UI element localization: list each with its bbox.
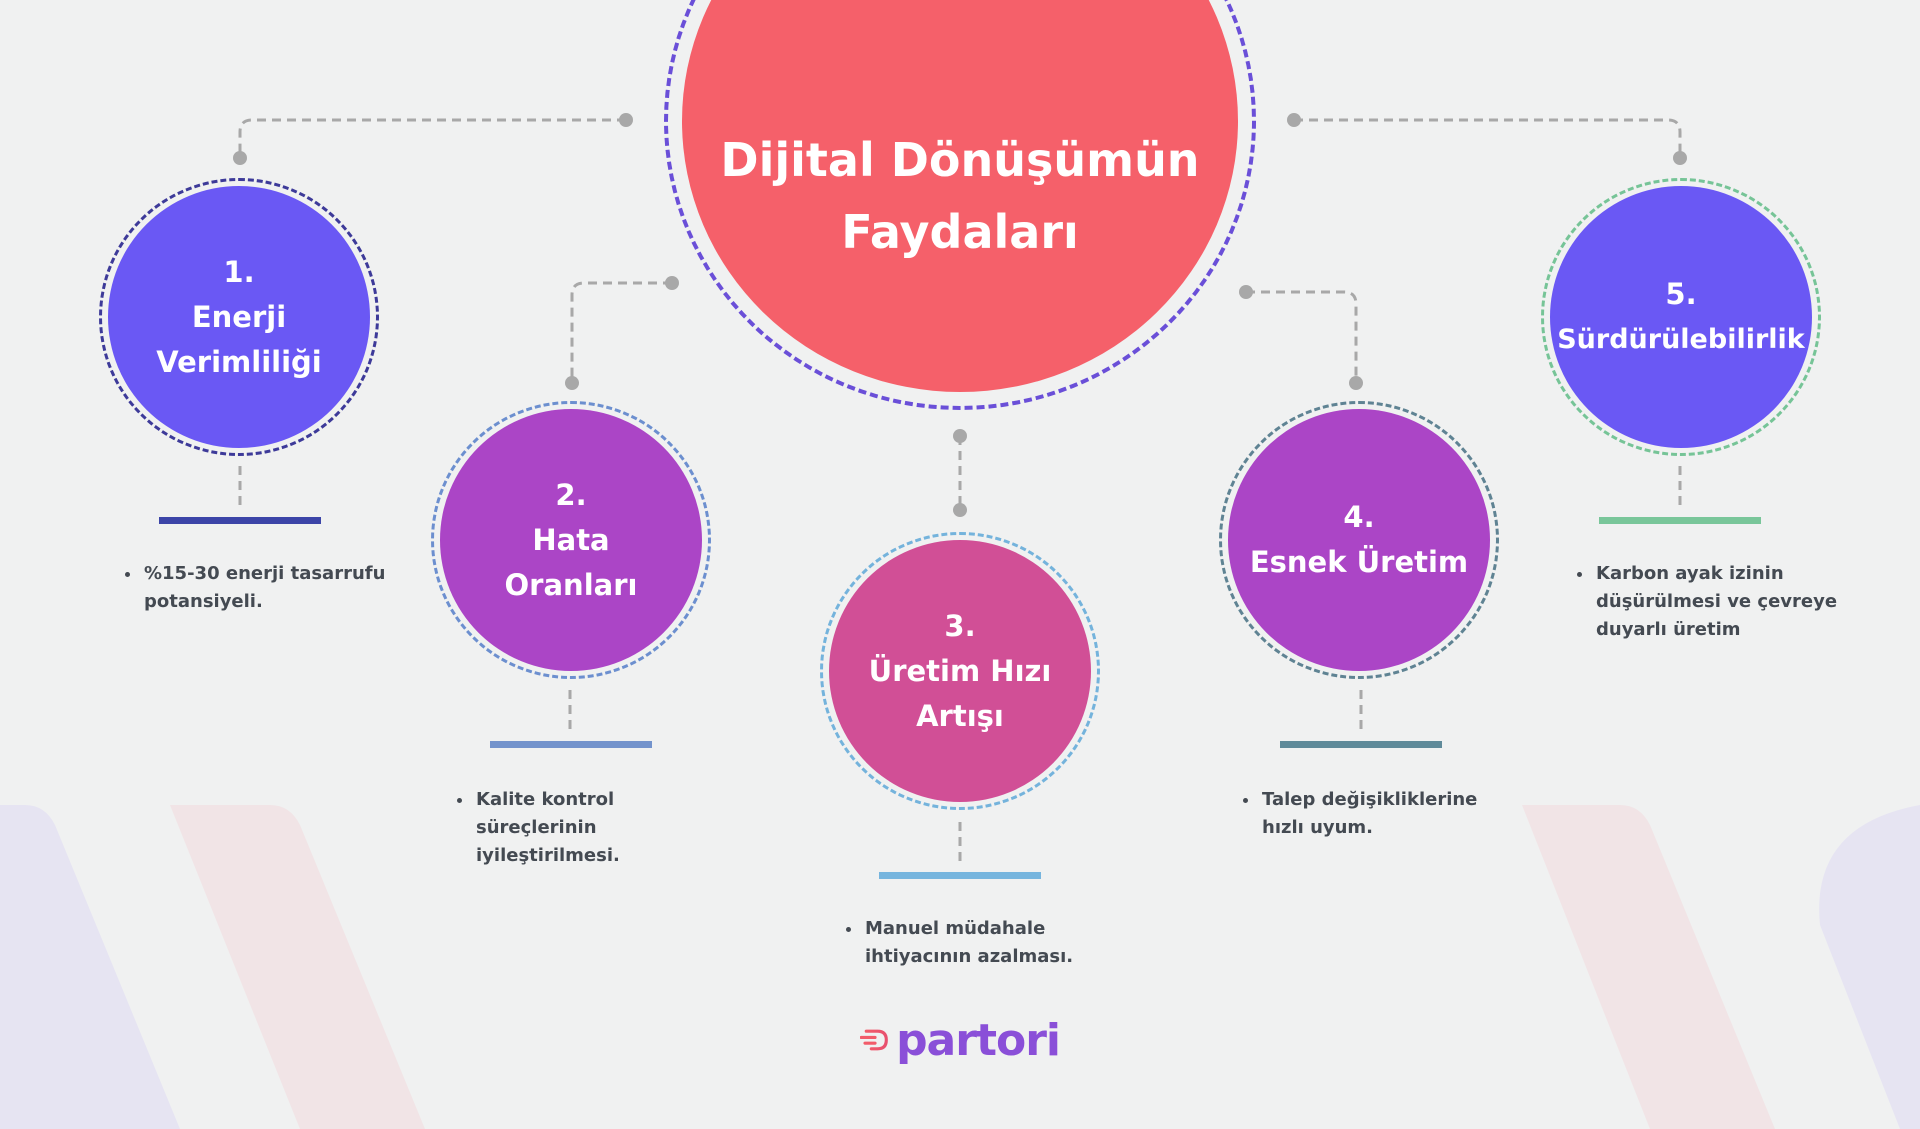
node-1-bar [159, 517, 321, 524]
main-title: Dijital Dönüşümün Faydaları [710, 124, 1210, 268]
node-5-bar [1599, 517, 1761, 524]
node-2-desc-line-1: Kalite kontrol [476, 789, 615, 810]
main-title-line-1: Dijital Dönüşümün [720, 133, 1200, 187]
connector-2 [570, 281, 672, 383]
node-2-title-line-1: Hata [532, 522, 610, 557]
connector-dot [1287, 113, 1301, 127]
node-2-circle: 2. Hata Oranları [440, 409, 702, 671]
connector-dot [565, 376, 579, 390]
node-1-description-item: %15-30 enerji tasarrufu potansiyeli. [142, 560, 412, 616]
connector-dot [619, 113, 633, 127]
decor-stripe-right-pink [1522, 805, 1775, 1129]
node-2-title-line-2: Oranları [504, 567, 638, 602]
connector-dot [953, 503, 967, 517]
node-5-title-line-1: Sürdürülebilirlik [1557, 324, 1805, 355]
connector-4 [1246, 290, 1358, 383]
connector-1 [238, 118, 626, 158]
node-5-desc-line-2: düşürülmesi ve çevreye [1596, 591, 1838, 612]
node-2-ring [431, 401, 711, 679]
node-5-desc-line-3: duyarlı üretim [1596, 619, 1741, 640]
node-3-desc-line-2: ihtiyacının azalması. [865, 946, 1074, 967]
node-3-title-line-1: Üretim Hızı [868, 653, 1052, 688]
node-1-circle: 1. Enerji Verimliliği [108, 186, 370, 448]
node-5-circle: 5. Sürdürülebilirlik [1550, 186, 1812, 448]
node-1-description: %15-30 enerji tasarrufu potansiyeli. [124, 560, 412, 616]
node-3-number: 3. [944, 608, 976, 643]
main-title-line-2: Faydaları [841, 205, 1079, 259]
node-1-title-line-1: Enerji [191, 299, 287, 334]
partori-logo: partori [860, 1010, 1061, 1070]
connector-5 [1294, 118, 1682, 158]
node-4-ring [1219, 401, 1499, 679]
node-4-description: Talep değişikliklerine hızlı uyum. [1242, 786, 1530, 842]
decor-stripe-left-pink [170, 805, 425, 1129]
node-1-ring [99, 178, 379, 456]
node-4-desc-line-2: hızlı uyum. [1262, 817, 1374, 838]
node-4-title-line-1: Esnek Üretim [1249, 545, 1469, 579]
node-3-title-line-2: Artışı [916, 698, 1004, 733]
partori-logo-text: partori [896, 1014, 1061, 1066]
decor-stripe-right [1819, 805, 1920, 1129]
node-2-desc-line-2: süreçlerinin [476, 817, 597, 838]
node-2-bar [490, 741, 652, 748]
connector-dot [1673, 151, 1687, 165]
node-4-description-item: Talep değişikliklerine hızlı uyum. [1260, 786, 1530, 842]
connector-dot [665, 276, 679, 290]
connector-dot [1349, 376, 1363, 390]
connector-dot [1239, 285, 1253, 299]
node-1-desc-line-1: %15-30 enerji tasarrufu [144, 563, 386, 584]
node-4-number: 4. [1343, 500, 1375, 534]
node-2-description-item: Kalite kontrol süreçlerinin iyileştirilmes… [474, 786, 714, 870]
node-4-circle: 4. Esnek Üretim [1228, 409, 1490, 671]
node-5-desc-line-1: Karbon ayak izinin [1596, 563, 1784, 584]
node-5-ring [1541, 178, 1821, 456]
node-1-number: 1. [223, 254, 255, 289]
node-3-circle: 3. Üretim Hızı Artışı [829, 540, 1091, 802]
node-2-description: Kalite kontrol süreçlerinin iyileştirilmes… [456, 786, 714, 870]
connector-dot [233, 151, 247, 165]
node-2-number: 2. [555, 477, 587, 512]
node-1-desc-line-2: potansiyeli. [144, 591, 263, 612]
node-3-description: Manuel müdahale ihtiyacının azalması. [845, 915, 1113, 971]
node-4-desc-line-1: Talep değişikliklerine [1262, 789, 1478, 810]
partori-logo-icon [860, 1029, 888, 1051]
node-5-description: Karbon ayak izinin düşürülmesi ve çevreye… [1576, 560, 1894, 644]
node-3-ring [820, 532, 1100, 810]
decor-stripe-left [0, 805, 180, 1129]
node-5-description-item: Karbon ayak izinin düşürülmesi ve çevreye… [1594, 560, 1894, 644]
node-4-bar [1280, 741, 1442, 748]
node-2-desc-line-3: iyileştirilmesi. [476, 845, 620, 866]
node-3-bar [879, 872, 1041, 879]
connector-dot [953, 429, 967, 443]
node-5-number: 5. [1665, 277, 1697, 311]
node-1-title-line-2: Verimliliği [156, 344, 322, 379]
node-3-description-item: Manuel müdahale ihtiyacının azalması. [863, 915, 1113, 971]
node-3-desc-line-1: Manuel müdahale [865, 918, 1046, 939]
